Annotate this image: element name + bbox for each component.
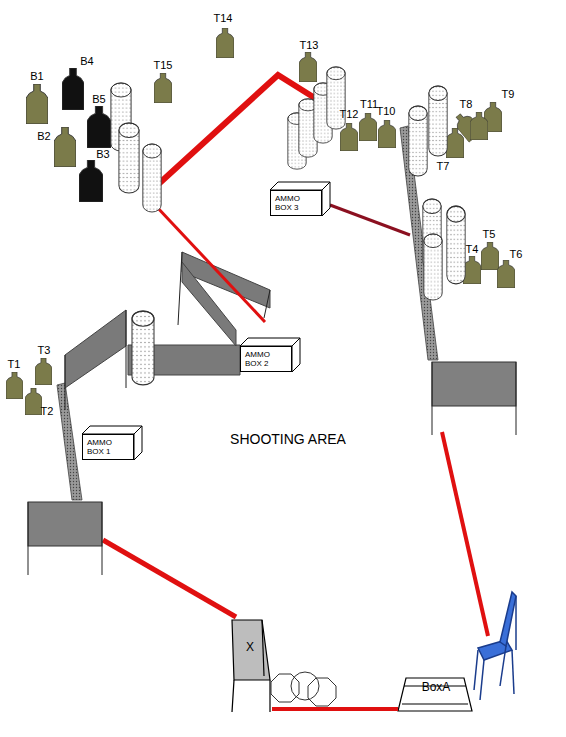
ammo-box: AMMO BOX 1: [82, 434, 134, 460]
chair: [474, 592, 516, 700]
target-label: T9: [502, 88, 515, 100]
wall-panel: [65, 252, 270, 410]
start-markers: [271, 672, 336, 706]
target-label: T5: [483, 228, 496, 240]
target-label: T3: [38, 344, 51, 356]
table-node: X: [228, 618, 272, 714]
target-label: B4: [80, 55, 93, 67]
target-label: B5: [92, 93, 105, 105]
target-label: B1: [30, 70, 43, 82]
table: [232, 620, 270, 712]
target-label: T6: [510, 248, 523, 260]
target-label: B3: [96, 148, 109, 160]
target-label: T11: [360, 98, 378, 110]
target-silhouette: [6, 28, 515, 415]
target-label: T12: [340, 108, 359, 120]
area-label: SHOOTING AREA: [230, 431, 346, 447]
target-label: B2: [37, 130, 50, 142]
node-text: AMMO BOX 1: [87, 438, 121, 456]
ammo-box-shading: [82, 182, 330, 460]
fault-line: [103, 75, 488, 636]
target-label: T13: [300, 39, 319, 51]
target-label: T10: [377, 105, 396, 117]
node-text: X: [246, 640, 254, 654]
shooting-panel: [28, 362, 516, 575]
box-node: BoxA: [398, 678, 474, 712]
target-label: T7: [437, 160, 450, 172]
ammo-box: AMMO BOX 3: [270, 190, 322, 216]
node-text: AMMO BOX 2: [245, 350, 279, 368]
target-label: T1: [8, 358, 21, 370]
node-text: AMMO BOX 3: [275, 194, 309, 212]
node-text: BoxA: [422, 680, 451, 694]
target-label: T2: [41, 405, 54, 417]
box-tray: [398, 678, 472, 711]
stipple-wall: [57, 126, 438, 500]
target-label: T15: [154, 59, 173, 71]
ammo-box: AMMO BOX 2: [240, 346, 292, 372]
target-label: T14: [214, 12, 233, 24]
barrel: [111, 67, 465, 385]
target-label: T8: [460, 98, 473, 110]
target-label: T4: [466, 243, 479, 255]
fault-line: [272, 707, 398, 711]
